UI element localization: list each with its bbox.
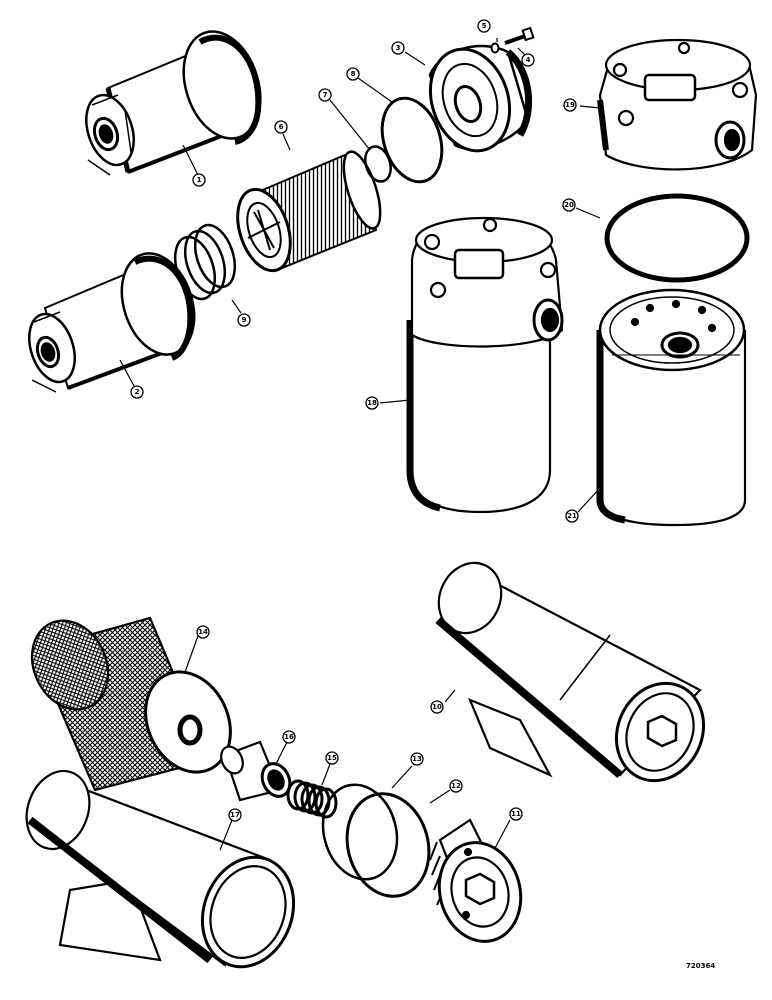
part-8-o-ring [380, 96, 444, 184]
callout-10: 10 [430, 700, 444, 714]
svg-text:15: 15 [327, 754, 337, 762]
callout-11: 11 [509, 807, 523, 821]
callout-21: 21 [565, 509, 579, 523]
part-10-canister-filter [435, 561, 706, 783]
part-18-filter-assembly [406, 216, 564, 514]
callout-14: 14 [196, 625, 210, 639]
part-4-bolt [504, 26, 535, 45]
part-6-filter-element [236, 150, 382, 273]
svg-text:1: 1 [197, 176, 202, 184]
svg-text:8: 8 [351, 70, 356, 78]
callout-16: 16 [282, 730, 296, 744]
svg-text:13: 13 [412, 755, 422, 763]
callout-15: 15 [325, 751, 339, 765]
callout-12: 12 [449, 779, 463, 793]
callout-5: 5 [477, 19, 491, 33]
part-17-canister-body [25, 769, 296, 969]
part-19-filter-head [597, 38, 758, 171]
svg-text:11: 11 [511, 810, 521, 818]
part-13-o-ring [321, 783, 399, 881]
part-21-spin-on-element [596, 288, 747, 527]
callout-17: 17 [228, 808, 242, 822]
callout-4: 4 [521, 53, 535, 67]
callout-6: 6 [274, 120, 288, 134]
callout-3: 3 [391, 41, 405, 55]
part-3-cover [428, 44, 533, 153]
part-14-screen-element [30, 616, 232, 792]
svg-text:20: 20 [564, 201, 574, 209]
svg-text:10: 10 [432, 703, 442, 711]
svg-text:17: 17 [230, 811, 240, 819]
part-16-valve-sleeve [220, 740, 292, 802]
callout-8: 8 [346, 67, 360, 81]
svg-text:18: 18 [367, 399, 377, 407]
svg-text:12: 12 [451, 782, 461, 790]
part-15-spring [286, 779, 338, 819]
callout-18: 18 [365, 396, 379, 410]
svg-text:9: 9 [242, 316, 247, 324]
callout-2: 2 [130, 385, 144, 399]
svg-text:4: 4 [526, 56, 531, 64]
part-11-end-cap [429, 818, 523, 943]
svg-text:7: 7 [323, 91, 328, 99]
part-2-filter-housing [28, 252, 196, 393]
part-12-o-ring [345, 792, 431, 898]
callout-20: 20 [562, 198, 576, 212]
drawing-reference-code: 720364 [686, 962, 715, 970]
callout-7: 7 [318, 88, 332, 102]
svg-text:5: 5 [482, 22, 487, 30]
svg-text:14: 14 [198, 628, 208, 636]
svg-text:3: 3 [396, 44, 401, 52]
part-1-filter-housing [85, 30, 262, 176]
part-9-spring [173, 223, 237, 301]
svg-text:6: 6 [279, 123, 284, 131]
callout-13: 13 [410, 752, 424, 766]
svg-text:16: 16 [284, 733, 294, 741]
part-20-seal-ring [604, 193, 750, 283]
callout-19: 19 [563, 98, 577, 112]
part-5-lock-washer [490, 42, 500, 54]
svg-text:19: 19 [565, 101, 575, 109]
svg-text:2: 2 [135, 388, 140, 396]
callout-9: 9 [237, 313, 251, 327]
callout-1: 1 [192, 173, 206, 187]
svg-text:21: 21 [567, 512, 577, 520]
leader-lines [119, 38, 601, 851]
